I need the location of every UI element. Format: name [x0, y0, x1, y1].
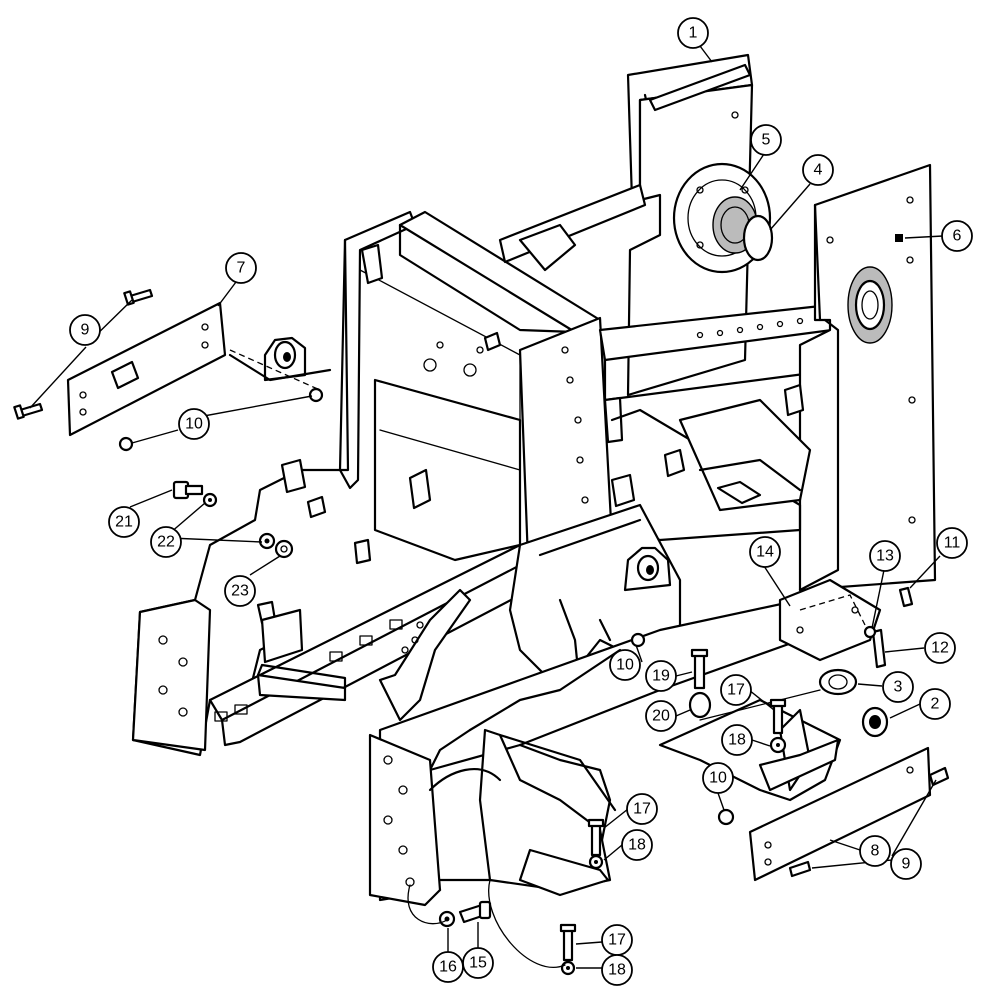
part-9-bolts-right — [788, 766, 950, 878]
part-2-bushing — [861, 706, 889, 738]
part-7-plate — [66, 301, 227, 437]
callout-6: 6 — [941, 220, 973, 252]
svg-text:10: 10 — [185, 416, 203, 433]
callout-11: 11 — [936, 527, 968, 559]
callout-9-left: 9 — [69, 314, 101, 346]
callout-14: 14 — [749, 536, 781, 568]
svg-text:17: 17 — [608, 932, 626, 949]
part-8-plate — [748, 746, 932, 882]
svg-text:5: 5 — [762, 132, 771, 149]
part-11-12-13-fasteners — [863, 586, 914, 669]
svg-text:13: 13 — [876, 548, 894, 565]
svg-text:3: 3 — [894, 679, 903, 696]
callout-17-lower: 17 — [601, 924, 633, 956]
callout-10-upper: 10 — [178, 408, 210, 440]
svg-text:23: 23 — [231, 583, 249, 600]
svg-text:6: 6 — [953, 228, 962, 245]
callout-18-middle: 18 — [621, 829, 653, 861]
part-3-bushing — [818, 668, 858, 696]
svg-text:18: 18 — [728, 732, 746, 749]
part-10-nuts — [118, 387, 735, 826]
svg-text:15: 15 — [469, 955, 487, 972]
callout-20: 20 — [645, 700, 677, 732]
callout-17-upper: 17 — [720, 674, 752, 706]
svg-text:19: 19 — [652, 668, 670, 685]
svg-text:4: 4 — [814, 162, 823, 179]
svg-text:8: 8 — [871, 843, 880, 860]
svg-text:14: 14 — [756, 544, 774, 561]
callout-22: 22 — [150, 526, 182, 558]
svg-text:10: 10 — [616, 657, 634, 674]
callout-3: 3 — [882, 671, 914, 703]
callout-17-middle: 17 — [626, 793, 658, 825]
part-19-20 — [688, 648, 712, 719]
callout-16: 16 — [432, 951, 464, 983]
callout-21: 21 — [108, 506, 140, 538]
svg-text:16: 16 — [439, 959, 457, 976]
callout-18-lower: 18 — [601, 954, 633, 986]
callout-19: 19 — [645, 660, 677, 692]
svg-text:12: 12 — [931, 640, 949, 657]
bottom-leader-curves — [407, 879, 566, 968]
callout-23: 23 — [224, 575, 256, 607]
svg-text:17: 17 — [727, 682, 745, 699]
part-1-top-bracket — [648, 63, 752, 112]
callout-4: 4 — [802, 154, 834, 186]
svg-text:9: 9 — [902, 856, 911, 873]
callout-10-lower: 10 — [702, 762, 734, 794]
callout-2: 2 — [919, 688, 951, 720]
callout-18-upper: 18 — [721, 724, 753, 756]
svg-text:1: 1 — [689, 25, 698, 42]
part-15-16 — [438, 900, 492, 928]
left-pillow-block — [228, 336, 332, 391]
callout-9-right: 9 — [890, 848, 922, 880]
callout-7: 7 — [225, 252, 257, 284]
svg-text:2: 2 — [931, 696, 940, 713]
callout-5: 5 — [750, 124, 782, 156]
callout-1: 1 — [677, 17, 709, 49]
callout-15: 15 — [462, 947, 494, 979]
callout-8: 8 — [859, 835, 891, 867]
part-21-22-23-fasteners — [172, 480, 294, 559]
svg-text:7: 7 — [237, 260, 246, 277]
svg-text:9: 9 — [81, 322, 90, 339]
svg-text:22: 22 — [157, 534, 175, 551]
callout-12: 12 — [924, 632, 956, 664]
part-14-pad — [778, 578, 882, 662]
svg-text:11: 11 — [944, 535, 961, 552]
svg-text:21: 21 — [115, 514, 133, 531]
part-6-fitting — [895, 234, 903, 242]
bracket-assembly — [658, 689, 842, 802]
svg-text:17: 17 — [633, 801, 651, 818]
part-4-cap — [742, 214, 774, 262]
part-18-washers — [560, 736, 787, 976]
svg-text:20: 20 — [652, 708, 670, 725]
callout-13: 13 — [869, 540, 901, 572]
svg-text:18: 18 — [628, 837, 646, 854]
svg-text:18: 18 — [608, 962, 626, 979]
svg-text:10: 10 — [709, 770, 727, 787]
callout-10-middle: 10 — [609, 649, 641, 681]
